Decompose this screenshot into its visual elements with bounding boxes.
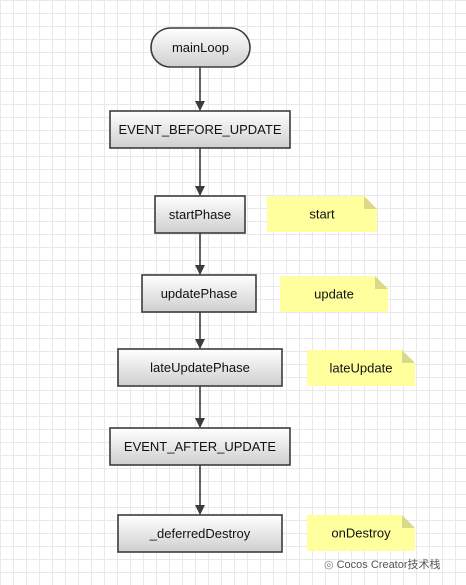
note-fold-lateUpdate	[402, 350, 415, 363]
watermark-text: Cocos Creator技术栈	[336, 559, 441, 571]
node-box-updatePhase	[141, 274, 257, 313]
note-body-update	[280, 276, 388, 312]
node-startPhase: startPhase	[154, 195, 246, 234]
node-box-deferredDestroy	[117, 514, 283, 553]
watermark: ◎Cocos Creator技术栈	[324, 556, 441, 572]
node-mainLoop: mainLoop	[150, 27, 251, 68]
node-label-event-after-update: EVENT_AFTER_UPDATE	[124, 439, 277, 454]
note-body-onDestroy	[307, 515, 415, 551]
node-box-mainLoop	[150, 27, 251, 68]
node-label-updatePhase: updatePhase	[161, 286, 238, 301]
node-deferredDestroy: _deferredDestroy	[117, 514, 283, 553]
node-updatePhase: updatePhase	[141, 274, 257, 313]
node-box-lateUpdatePhase	[117, 348, 283, 387]
node-box-event-before-update	[109, 110, 291, 149]
node-label-deferredDestroy: _deferredDestroy	[149, 526, 251, 541]
notes: start update lateUpdate onDestroy	[267, 196, 415, 551]
note-label-update: update	[314, 287, 354, 302]
node-event-after-update: EVENT_AFTER_UPDATE	[109, 427, 291, 466]
note-body-start	[267, 196, 377, 232]
node-box-event-after-update	[109, 427, 291, 466]
node-label-event-before-update: EVENT_BEFORE_UPDATE	[118, 122, 281, 137]
note-update: update	[280, 276, 388, 312]
note-fold-update	[375, 276, 388, 289]
node-label-mainLoop: mainLoop	[172, 40, 229, 55]
node-box-startPhase	[154, 195, 246, 234]
note-start: start	[267, 196, 377, 232]
note-label-lateUpdate: lateUpdate	[330, 361, 393, 376]
note-onDestroy: onDestroy	[307, 515, 415, 551]
wechat-icon: ◎	[324, 559, 334, 571]
node-label-startPhase: startPhase	[169, 207, 231, 222]
note-label-onDestroy: onDestroy	[331, 526, 391, 541]
node-label-lateUpdatePhase: lateUpdatePhase	[150, 360, 250, 375]
note-body-lateUpdate	[307, 350, 415, 386]
note-label-start: start	[309, 207, 335, 222]
note-lateUpdate: lateUpdate	[307, 350, 415, 386]
node-event-before-update: EVENT_BEFORE_UPDATE	[109, 110, 291, 149]
note-fold-start	[364, 196, 377, 209]
note-fold-onDestroy	[402, 515, 415, 528]
node-lateUpdatePhase: lateUpdatePhase	[117, 348, 283, 387]
